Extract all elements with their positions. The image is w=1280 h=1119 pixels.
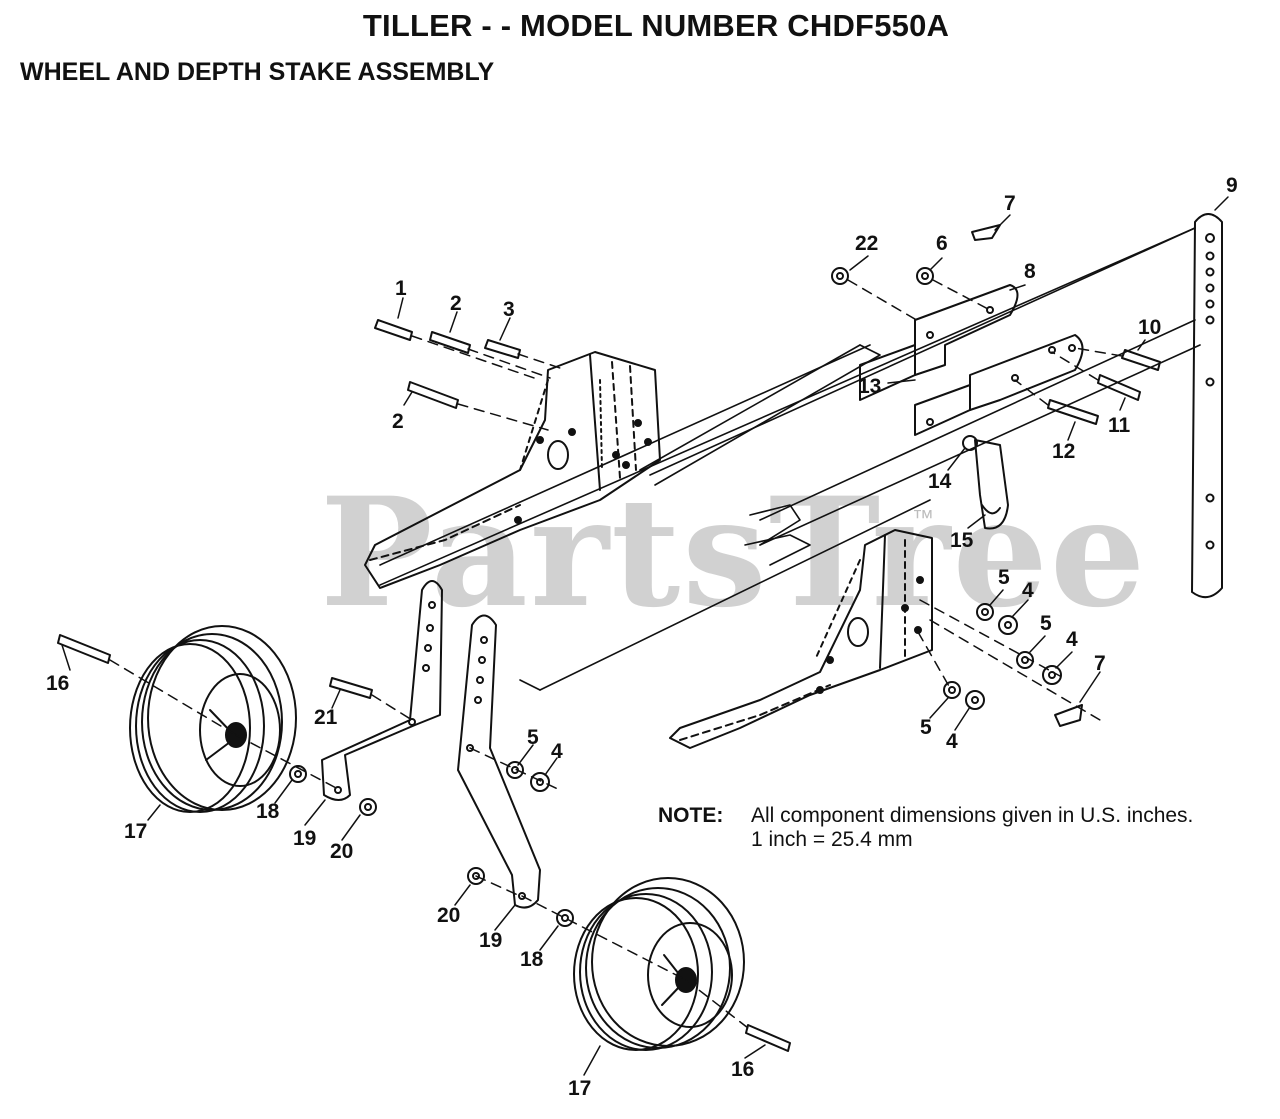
left-side-bracket	[364, 351, 661, 589]
note-text: All component dimensions given in U.S. i…	[751, 804, 1193, 852]
callout-20b: 20	[437, 904, 460, 927]
callout-17a: 17	[124, 820, 147, 843]
stake-bracket-upper	[859, 284, 1019, 401]
callout-22: 22	[855, 232, 878, 255]
callout-13: 13	[858, 375, 881, 398]
callout-14: 14	[928, 470, 952, 493]
callout-numbers: 1 2 3 2 22 6 7 8 9 10 11 12 13 14 15 5 4…	[46, 174, 1238, 1100]
callout-16b: 16	[731, 1058, 754, 1081]
callout-5c: 5	[920, 716, 932, 739]
callout-18a: 18	[256, 800, 280, 823]
callout-2a: 2	[450, 292, 462, 315]
callout-7b: 7	[1094, 652, 1106, 675]
callout-18b: 18	[520, 948, 544, 971]
callout-19b: 19	[479, 929, 502, 952]
callout-4c: 4	[946, 730, 958, 753]
callout-4a: 4	[1022, 579, 1034, 602]
leader-lines	[61, 196, 1229, 1076]
callout-2b: 2	[392, 410, 404, 433]
assembly-lines	[109, 279, 1123, 1029]
callout-17b: 17	[568, 1077, 591, 1100]
callout-11: 11	[1108, 414, 1131, 437]
wheel-bracket-right	[457, 614, 541, 909]
right-side-bracket	[669, 529, 933, 749]
wheel-bracket-left	[321, 580, 443, 801]
page-title: TILLER - - MODEL NUMBER CHDF550A	[362, 8, 950, 43]
callout-15: 15	[950, 529, 974, 552]
callout-12: 12	[1052, 440, 1075, 463]
fasteners	[57, 224, 1161, 1052]
callout-7a: 7	[1004, 192, 1016, 215]
note-label: NOTE:	[658, 804, 724, 827]
wheel-right	[573, 877, 745, 1051]
stake-bracket-lower	[914, 334, 1084, 436]
callout-5b: 5	[1040, 612, 1052, 635]
watermark-trademark: ™	[912, 505, 934, 530]
depth-stake-bar	[1191, 213, 1223, 599]
callout-8: 8	[1024, 260, 1036, 283]
stake-lock-handle	[962, 435, 1009, 530]
assembly-subtitle: WHEEL AND DEPTH STAKE ASSEMBLY	[20, 58, 495, 86]
wheel-left	[129, 625, 297, 813]
callout-21: 21	[314, 706, 338, 729]
callout-1: 1	[395, 277, 407, 300]
callout-5a: 5	[998, 566, 1010, 589]
callout-19a: 19	[293, 827, 316, 850]
callout-5d: 5	[527, 726, 539, 749]
frame-outline	[379, 227, 1201, 691]
callout-6: 6	[936, 232, 948, 255]
callout-4b: 4	[1066, 628, 1078, 651]
callout-20a: 20	[330, 840, 353, 863]
note-line-2: 1 inch = 25.4 mm	[751, 828, 913, 851]
note-line-1: All component dimensions given in U.S. i…	[751, 804, 1194, 827]
callout-3: 3	[503, 298, 515, 321]
callout-9: 9	[1226, 174, 1238, 197]
callout-16a: 16	[46, 672, 69, 695]
callout-10: 10	[1138, 316, 1161, 339]
callout-4d: 4	[551, 740, 563, 763]
